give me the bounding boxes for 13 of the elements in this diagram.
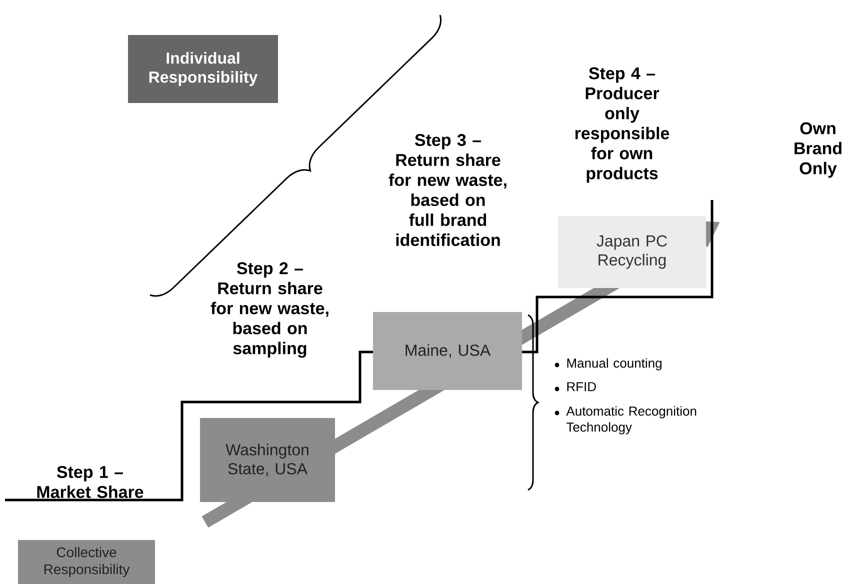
step-label: Step 4 – Producer only responsible for own products <box>575 67 670 183</box>
step-label: Step 2 – Return share for new waste, based on sampling <box>210 262 328 358</box>
region-box: Collective Responsibility <box>18 540 155 584</box>
step-label: Step 3 – Return share for new waste, based on full brand identification <box>388 134 506 246</box>
region-box: Individual Responsibility <box>128 35 278 103</box>
list-item: Automatic Recognition Technology <box>566 406 696 434</box>
list-item: RFID <box>567 382 596 392</box>
list-item: Manual counting <box>567 358 662 370</box>
step-label: Step 1 – Market Share <box>37 466 144 498</box>
region-box: Maine, USA <box>373 312 522 390</box>
region-box: Japan PC Recycling <box>558 216 706 288</box>
step-label: Own Brand Only <box>794 122 842 178</box>
region-box: Washington State, USA <box>200 418 335 502</box>
